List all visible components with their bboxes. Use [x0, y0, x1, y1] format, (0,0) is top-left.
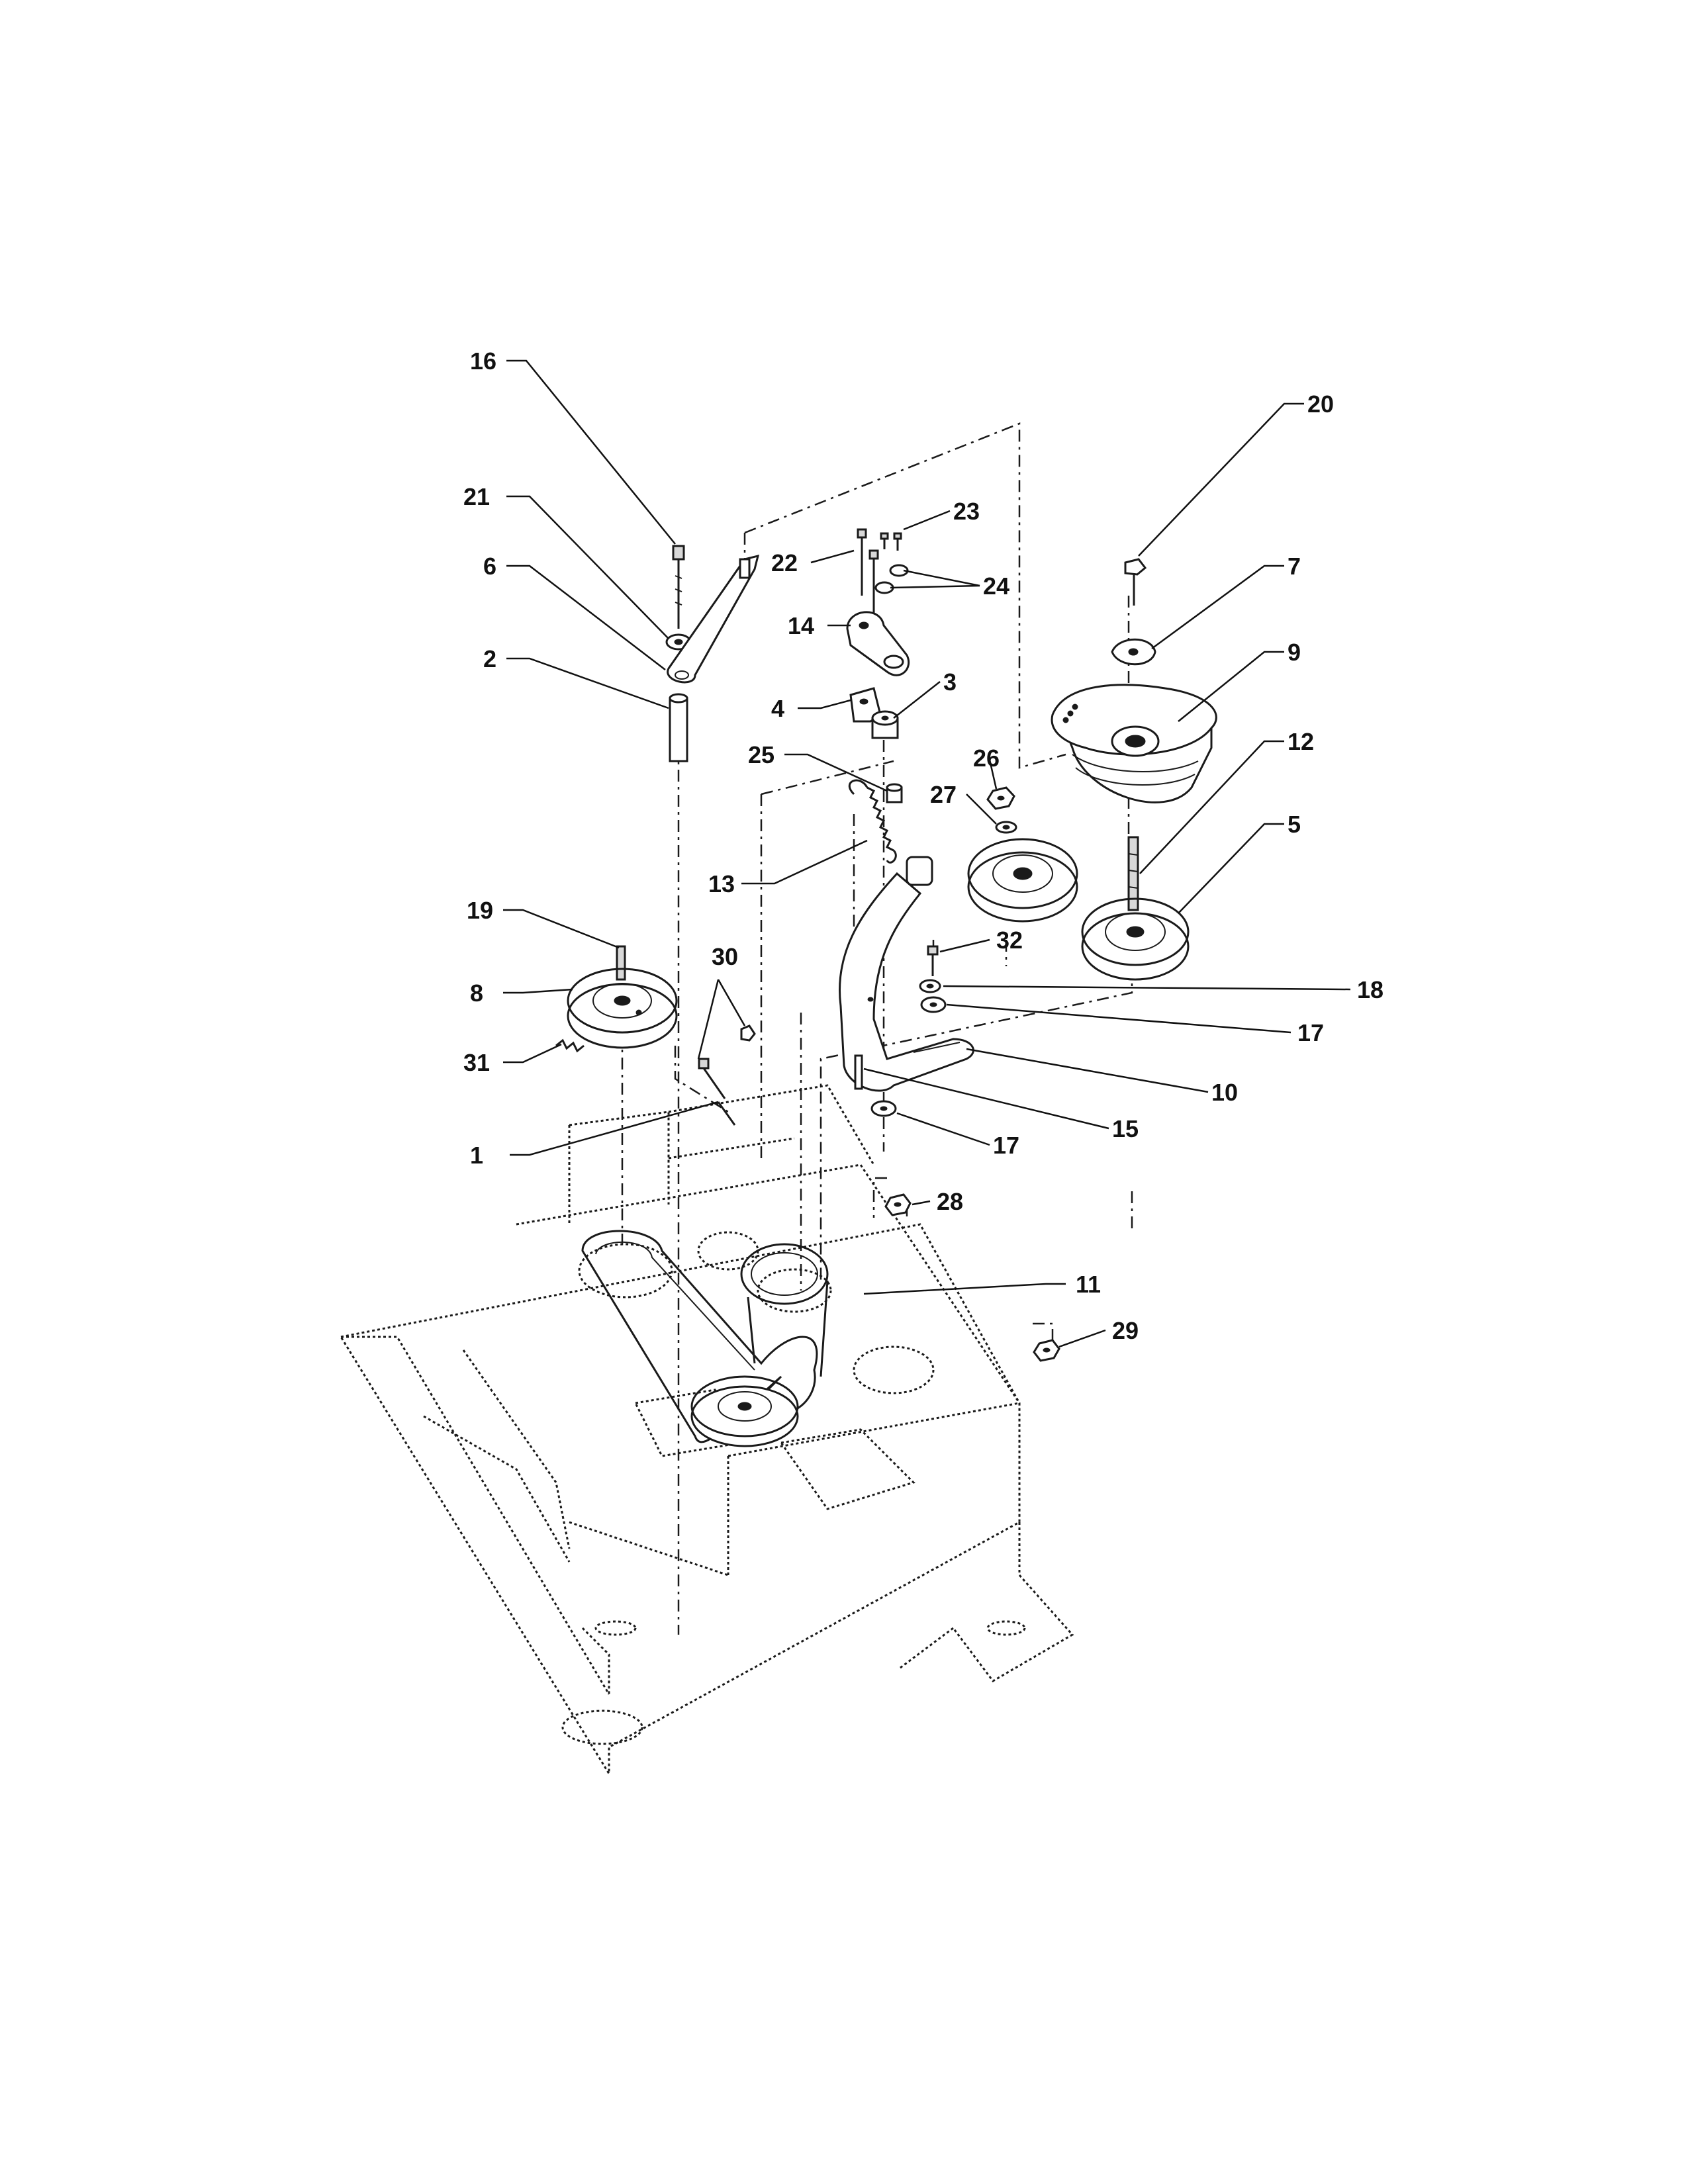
part-23-screws	[880, 532, 902, 551]
callout-15: 15	[1112, 1115, 1139, 1142]
callout-14: 14	[788, 612, 814, 639]
part-27-washer	[995, 821, 1017, 834]
part-17-washer-upper	[920, 996, 947, 1013]
callout-8: 8	[470, 979, 483, 1007]
part-20-bolt	[1124, 558, 1147, 606]
callout-29: 29	[1112, 1317, 1139, 1344]
callout-30: 30	[712, 943, 738, 970]
part-9-clutch	[1051, 684, 1217, 803]
callout-27: 27	[930, 781, 957, 808]
callout-25: 25	[748, 741, 774, 768]
part-16-bolt	[672, 545, 685, 629]
part-30-screws	[698, 1024, 756, 1099]
callout-12: 12	[1288, 728, 1314, 755]
part-1-pin	[717, 1101, 736, 1126]
callout-28: 28	[937, 1188, 963, 1215]
mower-deck-frame	[339, 1084, 1074, 1778]
callout-20: 20	[1307, 390, 1334, 418]
callout-9: 9	[1288, 639, 1301, 666]
leader-lines	[503, 359, 1351, 1348]
part-2-spacer	[669, 693, 688, 762]
callout-18: 18	[1357, 976, 1383, 1003]
callout-5: 5	[1288, 811, 1301, 838]
part-8-pulley	[567, 968, 678, 1049]
callout-10: 10	[1211, 1079, 1238, 1106]
callout-13: 13	[708, 870, 735, 897]
callout-6: 6	[483, 553, 496, 580]
callout-4: 4	[771, 695, 784, 722]
part-29-nut	[1033, 1339, 1060, 1362]
part-7-retainer	[1111, 638, 1156, 666]
deck-pulley	[690, 1375, 799, 1447]
part-28-nut	[884, 1193, 912, 1216]
callout-31: 31	[463, 1049, 490, 1076]
callout-17-upper: 17	[1297, 1019, 1324, 1046]
callout-26: 26	[973, 745, 1000, 772]
callout-24: 24	[983, 572, 1009, 600]
part-26-nut	[986, 786, 1015, 810]
part-17-washer-lower	[870, 1100, 897, 1117]
callout-21: 21	[463, 483, 490, 510]
callout-1: 1	[470, 1142, 483, 1169]
callout-17-lower: 17	[993, 1132, 1019, 1159]
part-18-lockwasher	[919, 979, 941, 993]
callout-32: 32	[996, 927, 1023, 954]
part-31-setscrew	[555, 1038, 585, 1053]
part-25-bushing	[886, 783, 903, 803]
part-15-pin	[854, 1054, 863, 1090]
callout-3: 3	[943, 668, 957, 696]
callout-7: 7	[1288, 553, 1301, 580]
callout-labels: 16 21 6 2 20 7 9 12 5 23 22 24 14 4 3 25…	[463, 347, 1383, 1344]
part-14-plate	[846, 611, 910, 676]
callout-2: 2	[483, 645, 496, 672]
part-13-spring	[848, 779, 897, 864]
part-6-bracket-arm	[667, 554, 760, 684]
idler-pulley	[967, 838, 1078, 923]
part-3-hub	[871, 710, 899, 739]
callout-11: 11	[1076, 1271, 1101, 1298]
callout-22: 22	[771, 549, 798, 576]
part-24-washers	[874, 564, 909, 594]
callout-19: 19	[467, 897, 493, 924]
callout-23: 23	[953, 498, 980, 525]
part-5-engine-pulley	[1081, 897, 1190, 981]
callout-16: 16	[470, 347, 496, 375]
part-10-idler-arm	[839, 856, 974, 1092]
part-22-bolts	[857, 528, 879, 615]
part-32-bolt	[927, 945, 939, 976]
part-12-key	[1127, 836, 1139, 911]
part-19-key	[616, 945, 626, 981]
